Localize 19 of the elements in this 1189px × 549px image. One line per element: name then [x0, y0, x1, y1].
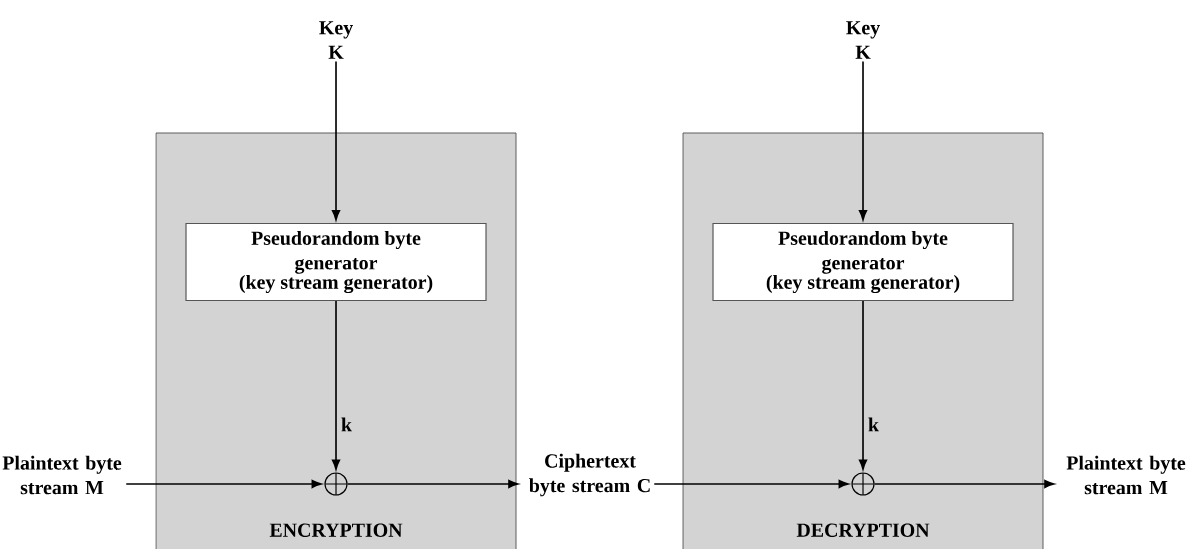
- arrow: [125, 479, 322, 489]
- arrow: [331, 60, 341, 221]
- arrow: [858, 60, 868, 221]
- generator-box: Pseudorandom byte generator (key stream generator): [712, 222, 1014, 302]
- generator-box: Pseudorandom byte generator (key stream generator): [185, 222, 487, 302]
- arrow: [858, 300, 868, 470]
- panel-heading: ENCRYPTION: [269, 523, 403, 537]
- stream-label: Ciphertext byte stream C: [529, 453, 650, 497]
- arrow: [346, 479, 519, 489]
- stream-label: Key K: [319, 21, 353, 59]
- panel-heading: DECRYPTION: [796, 523, 930, 537]
- stream-label: Key K: [846, 21, 880, 59]
- xor-symbol: [851, 472, 875, 496]
- arrow: [653, 479, 849, 489]
- xor-symbol: [324, 472, 348, 496]
- stream-label: Plaintext byte stream M: [1066, 455, 1186, 495]
- stream-label: Plaintext byte stream M: [2, 455, 122, 495]
- arrow: [331, 300, 341, 470]
- arrow: [873, 479, 1055, 489]
